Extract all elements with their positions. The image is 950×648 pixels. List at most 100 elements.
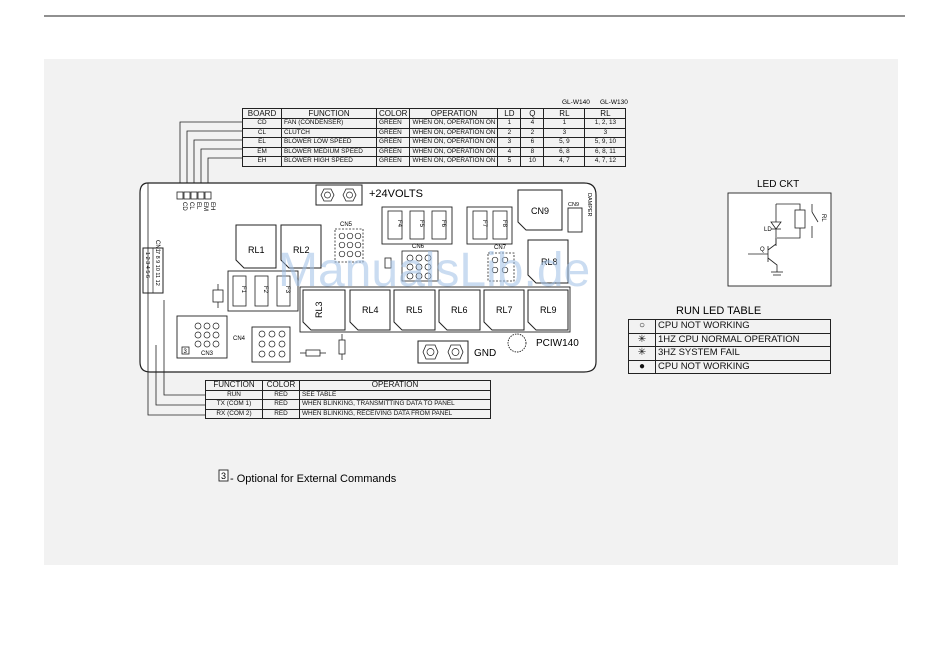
cn7-connector xyxy=(487,252,515,282)
cell: 5 xyxy=(497,156,522,167)
cn3-label: CN3 xyxy=(201,351,214,357)
relay-rl6 xyxy=(438,289,481,331)
footnote-mark-box xyxy=(218,469,229,482)
led-labels: CD CL EL EM EH xyxy=(181,202,215,211)
led-blink-1hz-icon: ✳ xyxy=(628,332,656,347)
power-label: +24VOLTS xyxy=(369,188,423,200)
cell: EM xyxy=(242,146,282,158)
fuse-f8-label: F8 xyxy=(501,220,507,228)
fuse-f6 xyxy=(431,210,447,240)
maker-seal-icon xyxy=(507,333,527,353)
cell: 4 xyxy=(520,118,545,129)
fuse-f3-label: F3 xyxy=(284,286,290,294)
run-led-table-title: RUN LED TABLE xyxy=(676,305,761,317)
led-label-el: EL xyxy=(195,202,201,210)
fuse-f4 xyxy=(387,210,403,240)
status-leds xyxy=(176,191,212,200)
led-ckt-title: LED CKT xyxy=(757,179,799,190)
cell: 5, 9, 10 xyxy=(584,137,627,148)
col-header-q: Q xyxy=(520,108,545,119)
footnote-mark: 3 xyxy=(221,471,226,481)
col-header-rl-w130: RL xyxy=(584,108,627,119)
cell: CLUTCH xyxy=(281,127,377,139)
fuse-f4-label: F4 xyxy=(396,220,402,228)
relay-rl9-label: RL9 xyxy=(540,305,557,315)
cn3-connector xyxy=(176,315,228,359)
footnote-text: - Optional for External Commands xyxy=(230,473,397,485)
cell: RED xyxy=(262,408,300,420)
led-ckt-ld-label: LD xyxy=(764,227,772,233)
table-row: CD FAN (CONDENSER) GREEN WHEN ON, OPERAT… xyxy=(242,118,627,129)
cell: RED xyxy=(262,389,300,401)
table-row: ✳ 1HZ CPU NORMAL OPERATION xyxy=(628,332,831,347)
cn6-connector xyxy=(401,250,439,282)
cn9-label: CN9 xyxy=(568,202,579,208)
cell: TX (COM 1) xyxy=(205,399,263,410)
gnd-terminal xyxy=(417,340,469,364)
led-em-icon xyxy=(197,191,205,200)
cell: GREEN xyxy=(375,127,411,139)
fuse-f3 xyxy=(276,275,291,307)
resistor-icon xyxy=(305,349,321,357)
cn6-label: CN6 xyxy=(412,244,425,250)
table-row: ○ CPU NOT WORKING xyxy=(628,319,831,334)
led-leader-lines xyxy=(179,121,242,192)
cell: SEE TABLE xyxy=(299,389,491,401)
cell: 4, 7, 12 xyxy=(584,156,627,167)
cn4-connector xyxy=(251,326,291,363)
cell: 2 xyxy=(497,127,522,139)
relay-rl3 xyxy=(302,289,346,331)
gnd-label: GND xyxy=(474,348,496,359)
board-function-table: BOARD FUNCTION COLOR OPERATION LD Q RL R… xyxy=(242,108,627,167)
relay-rl9 xyxy=(527,289,569,331)
led-label-cl: CL xyxy=(188,202,194,210)
led-ckt-rl-label: RL xyxy=(820,214,826,222)
fuse-f2 xyxy=(254,275,269,307)
relay-rl4-label: RL4 xyxy=(362,305,379,315)
small-components xyxy=(212,257,392,360)
cell: GREEN xyxy=(375,118,411,129)
table-row: EL BLOWER LOW SPEED GREEN WHEN ON, OPERA… xyxy=(242,137,627,148)
cell: RX (COM 2) xyxy=(205,408,263,420)
cell: BLOWER HIGH SPEED xyxy=(281,156,377,167)
led-label-cd: CD xyxy=(181,202,187,211)
fuse-f6-label: F6 xyxy=(440,220,446,228)
fuse-top-labels: F4 F5 F6 F7 F8 xyxy=(396,220,507,228)
cell: 1, 2, 13 xyxy=(584,118,627,129)
function-leader-lines xyxy=(147,210,205,416)
cell: 3HZ SYSTEM FAIL xyxy=(655,346,831,361)
cn9-connector xyxy=(567,207,583,233)
fuse-f8 xyxy=(492,210,508,240)
cell: CPU NOT WORKING xyxy=(655,319,831,334)
relay-rl2-label: RL2 xyxy=(293,245,310,255)
led-blink-3hz-icon: ✳ xyxy=(628,346,656,361)
cell: 8 xyxy=(520,146,545,158)
cn8-connector xyxy=(517,189,563,231)
relay-rl1-label: RL1 xyxy=(248,245,265,255)
led-ckt xyxy=(727,192,832,287)
relay-rl6-label: RL6 xyxy=(451,305,468,315)
led-ckt-q-label: Q xyxy=(760,247,765,253)
fuse-block-top xyxy=(381,206,513,245)
fuse-f7-label: F7 xyxy=(481,220,487,228)
cell: 1HZ CPU NORMAL OPERATION xyxy=(655,332,831,347)
fuse-f1 xyxy=(232,275,247,307)
led-cl-icon xyxy=(183,191,191,200)
cn4-label: CN4 xyxy=(233,336,246,342)
col-header-ld: LD xyxy=(497,108,522,119)
led-label-eh: EH xyxy=(209,202,215,210)
fuse-f5-label: F5 xyxy=(418,220,424,228)
relay-rl4 xyxy=(349,289,391,331)
cell: GREEN xyxy=(375,146,411,158)
cn8-label: CN9 xyxy=(531,206,549,216)
capacitor-icon xyxy=(212,289,224,303)
cell: EL xyxy=(242,137,282,148)
cell: 3 xyxy=(543,127,586,139)
cell: CPU NOT WORKING xyxy=(655,359,831,374)
col-header-color: COLOR xyxy=(262,380,300,391)
cn1-pins-top: 7 8 9 10 11 12 xyxy=(154,251,160,286)
relay-rl7 xyxy=(483,289,525,331)
cell: WHEN ON, OPERATION ON xyxy=(409,118,499,129)
cell: CL xyxy=(242,127,282,139)
